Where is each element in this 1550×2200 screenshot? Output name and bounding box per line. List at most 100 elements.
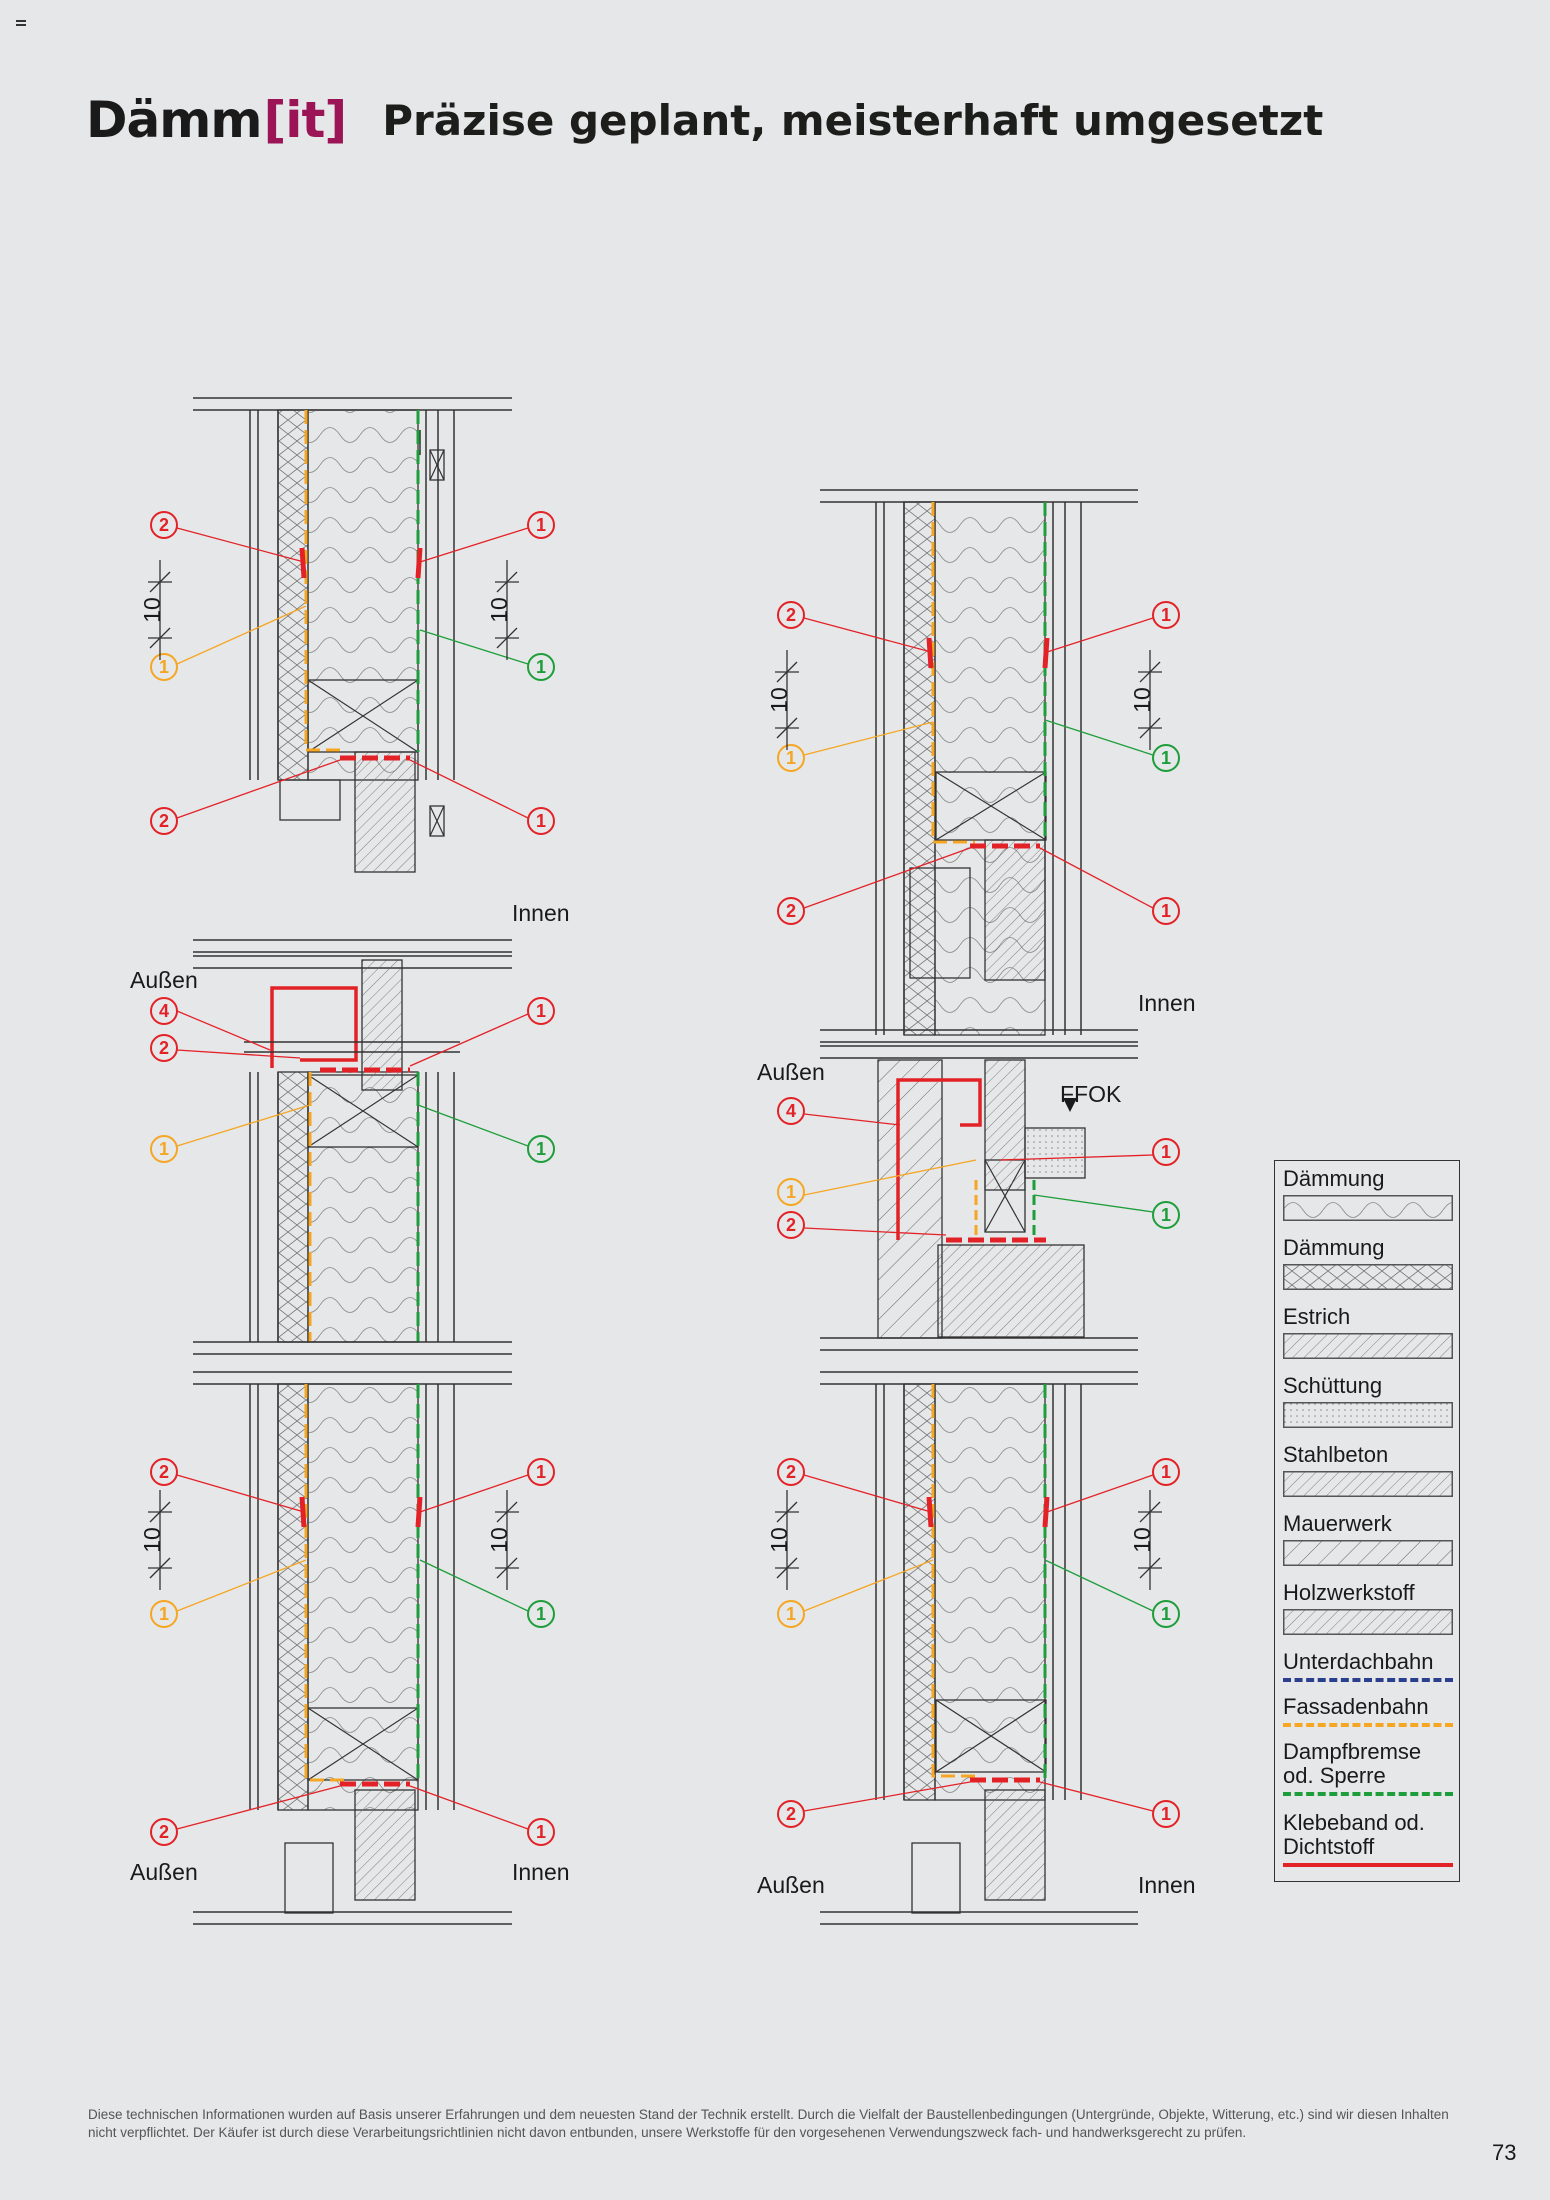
page-header: Dämm[it] Präzise geplant, meisterhaft um… — [86, 88, 1323, 152]
dimension-tick — [1139, 661, 1161, 683]
marker-number: 2 — [786, 1804, 796, 1824]
leader-line — [176, 1104, 311, 1147]
insulation-layer — [277, 1383, 309, 1811]
legend-hatch-swatch — [1283, 1402, 1453, 1428]
marker-number: 2 — [786, 1462, 796, 1482]
marker-circle — [527, 807, 555, 835]
page-title: Präzise geplant, meisterhaft umgesetzt — [382, 95, 1324, 145]
leader-line — [176, 1474, 305, 1513]
marker-number: 4 — [159, 1001, 169, 1021]
marker-circle — [150, 1818, 178, 1846]
marker-circle — [150, 511, 178, 539]
leader-line — [803, 617, 932, 653]
brand-logo: Dämm[it] — [86, 91, 347, 149]
label-innen: Innen — [512, 1859, 570, 1885]
legend-label: Stahlbeton — [1283, 1442, 1389, 1467]
marker-number: 1 — [786, 748, 796, 768]
dimension-tick — [776, 1557, 798, 1579]
facade-membrane — [931, 1384, 975, 1778]
leader-line — [803, 1474, 932, 1513]
dimension-tick — [496, 571, 518, 593]
marker-circle — [527, 1458, 555, 1486]
leader-line — [1044, 1559, 1154, 1612]
window-frame — [984, 1059, 1026, 1191]
marker-number: 1 — [159, 1139, 169, 1159]
marker-circle — [1152, 1201, 1180, 1229]
marker-circle — [777, 1211, 805, 1239]
marker-circle — [777, 897, 805, 925]
marker-circle — [777, 1178, 805, 1206]
legend-label: Dämmung — [1283, 1166, 1385, 1191]
window-frame — [909, 867, 971, 979]
legend-hatch-swatch — [1283, 1540, 1453, 1566]
leader-line — [176, 605, 307, 665]
leader-line — [803, 721, 934, 756]
leader-line — [176, 527, 305, 563]
marker-number: 1 — [1161, 901, 1171, 921]
marker-number: 2 — [159, 811, 169, 831]
label-ffok: FFOK — [1060, 1081, 1122, 1107]
dimension-value: 10 — [1129, 687, 1155, 713]
legend-label: Estrich — [1283, 1304, 1351, 1329]
marker-circle — [150, 1034, 178, 1062]
screed-layer — [1024, 1127, 1086, 1179]
marker-number: 1 — [536, 1604, 546, 1624]
leader-line — [176, 1049, 301, 1059]
menu-icon[interactable] — [16, 20, 26, 26]
marker-circle — [1152, 744, 1180, 772]
dimension-tick — [496, 1557, 518, 1579]
dimension-tick — [149, 571, 171, 593]
marker-number: 1 — [159, 657, 169, 677]
leader-line — [803, 1227, 947, 1236]
marker-number: 1 — [536, 1001, 546, 1021]
label-aussen: Außen — [130, 1859, 198, 1885]
dimension-value: 10 — [139, 597, 165, 623]
marker-circle — [1152, 1800, 1180, 1828]
leader-line — [1039, 847, 1154, 909]
label-aussen: Außen — [757, 1059, 825, 1085]
insulation-layer — [934, 1383, 1046, 1801]
insulation-layer — [903, 501, 936, 1036]
label-aussen: Außen — [130, 967, 198, 993]
marker-number: 1 — [1161, 748, 1171, 768]
marker-number: 1 — [536, 657, 546, 677]
logo-main: Dämm — [86, 91, 262, 149]
marker-number: 1 — [536, 1139, 546, 1159]
marker-circle — [777, 744, 805, 772]
marker-number: 2 — [786, 1215, 796, 1235]
dimension-value: 10 — [139, 1527, 165, 1553]
sealing-tape — [270, 986, 358, 1068]
insulation-layer — [277, 409, 309, 781]
window-frame — [984, 839, 1046, 981]
marker-circle — [1152, 601, 1180, 629]
dimension-tick — [776, 717, 798, 739]
legend-hatch-swatch — [1283, 1264, 1453, 1290]
drawing-line — [307, 679, 419, 753]
sealing-tape — [896, 1078, 982, 1240]
legend-label: Unterdachbahn — [1283, 1649, 1434, 1674]
leader-line — [176, 1559, 307, 1612]
marker-number: 1 — [1161, 1142, 1171, 1162]
leader-line — [803, 1113, 901, 1126]
drawing-line — [429, 805, 445, 837]
legend-label: Dampfbremse od. Sperre — [1283, 1739, 1422, 1788]
marker-circle — [527, 1135, 555, 1163]
insulation-layer — [307, 1071, 419, 1343]
page-number: 73 — [1492, 2140, 1517, 2165]
facade-membrane — [304, 410, 345, 752]
sealing-tape — [926, 637, 1050, 669]
legend-label: Holzwerkstoff — [1283, 1580, 1415, 1605]
leader-line — [1046, 1474, 1154, 1513]
legend-line-swatch — [1283, 1863, 1453, 1867]
leader-line — [419, 1559, 529, 1612]
ffok-arrow — [1063, 1098, 1077, 1112]
leader-line — [409, 1785, 529, 1830]
logo-bracket: [it] — [263, 91, 347, 149]
marker-circle — [777, 1800, 805, 1828]
drawing-line — [307, 1707, 419, 1781]
legend-label: Klebeband od. Dichtstoff — [1283, 1810, 1425, 1859]
legend-label: Fassadenbahn — [1283, 1694, 1429, 1719]
marker-number: 1 — [536, 1822, 546, 1842]
window-frame — [911, 1842, 961, 1914]
concrete-slab — [937, 1244, 1085, 1338]
